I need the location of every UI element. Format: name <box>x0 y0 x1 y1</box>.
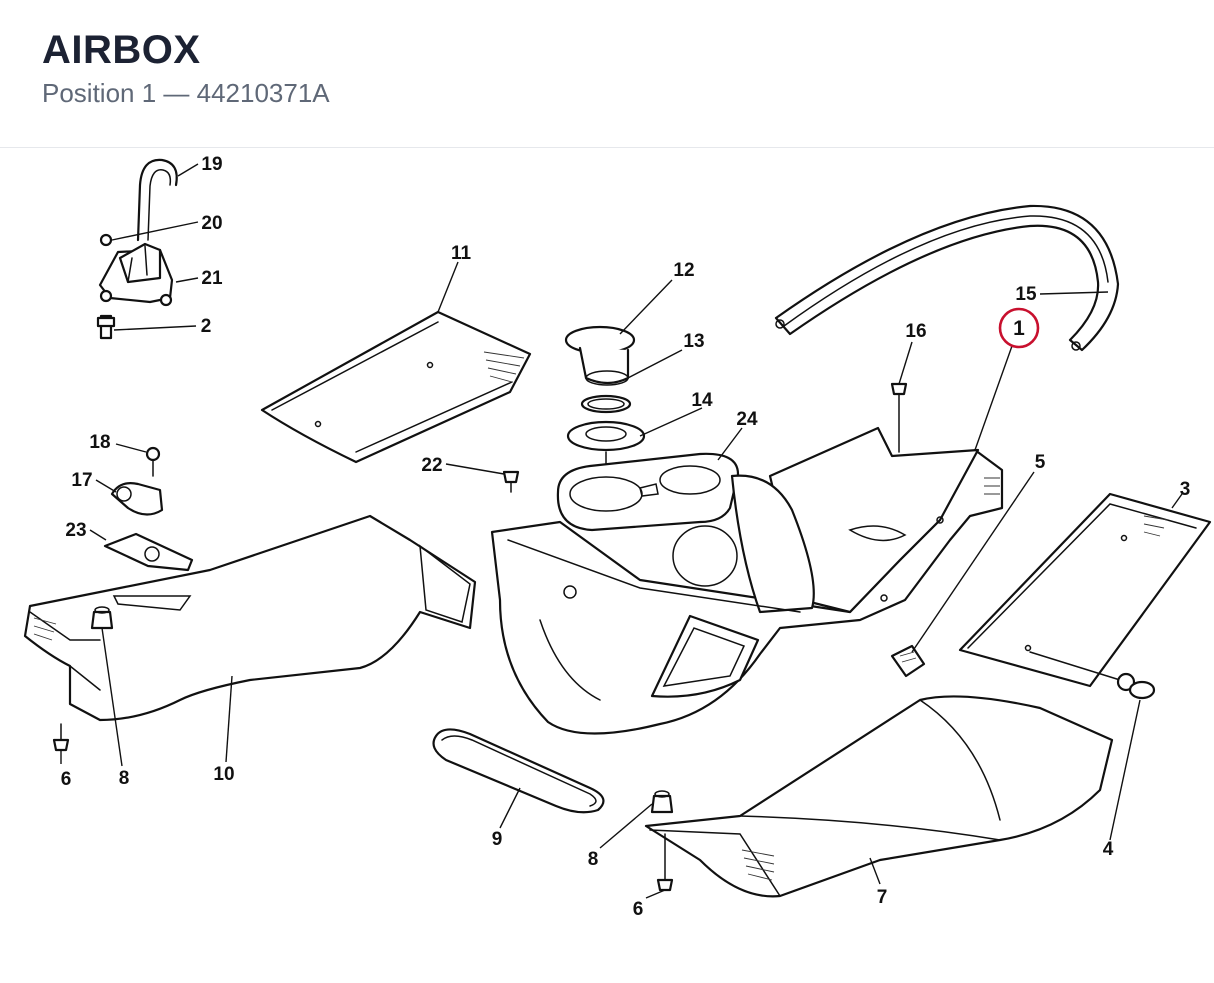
callout-labels: 19 20 21 2 11 12 13 14 24 16 1 15 18 17 … <box>61 154 1191 920</box>
part-bolt-left[interactable] <box>52 723 70 752</box>
part-hose[interactable] <box>136 158 178 242</box>
callout-3[interactable]: 3 <box>1180 479 1191 500</box>
page-header: AIRBOX Position 1 — 44210371A <box>0 0 1214 148</box>
callout-12[interactable]: 12 <box>673 260 694 281</box>
part-seal-strip[interactable] <box>774 204 1120 352</box>
callout-8-left[interactable]: 8 <box>119 768 130 789</box>
part-side-panel-left[interactable] <box>260 310 532 464</box>
callout-10[interactable]: 10 <box>213 764 234 785</box>
part-clip[interactable] <box>890 644 926 678</box>
callout-17[interactable]: 17 <box>71 470 92 491</box>
part-air-duct-left[interactable] <box>23 514 477 722</box>
callout-24[interactable]: 24 <box>736 409 758 430</box>
part-side-panel-right[interactable] <box>958 492 1212 688</box>
leader-lines <box>60 163 1183 899</box>
part-air-duct-right[interactable] <box>644 695 1114 898</box>
callout-19[interactable]: 19 <box>201 154 222 175</box>
callout-7[interactable]: 7 <box>877 887 888 908</box>
part-mount-bracket[interactable] <box>96 233 174 340</box>
page-subtitle: Position 1 — 44210371A <box>42 78 330 108</box>
part-gasket-ring[interactable] <box>432 728 605 814</box>
callout-18[interactable]: 18 <box>89 432 110 453</box>
callout-16[interactable]: 16 <box>905 321 926 342</box>
part-quick-fastener[interactable] <box>1029 651 1156 700</box>
callout-22[interactable]: 22 <box>421 455 442 476</box>
highlight-marker <box>998 307 1040 349</box>
part-grommet-left[interactable] <box>90 606 114 630</box>
callout-9[interactable]: 9 <box>492 829 503 850</box>
part-grommet-right[interactable] <box>650 790 674 814</box>
callout-2[interactable]: 2 <box>201 316 212 337</box>
callout-1[interactable]: 1 <box>1013 317 1025 340</box>
callout-14[interactable]: 14 <box>691 390 713 411</box>
page-title: AIRBOX <box>42 28 201 72</box>
callout-20[interactable]: 20 <box>201 213 222 234</box>
part-airbox-body[interactable] <box>490 426 1004 735</box>
part-intake-funnel[interactable] <box>564 325 646 471</box>
part-bolt-right[interactable] <box>656 833 674 892</box>
callout-4[interactable]: 4 <box>1103 839 1114 860</box>
part-screw-upper-right[interactable] <box>890 382 908 453</box>
exploded-parts-diagram: 19 20 21 2 11 12 13 14 24 16 1 15 18 17 … <box>0 148 1214 983</box>
callout-21[interactable]: 21 <box>201 268 223 289</box>
callout-5[interactable]: 5 <box>1035 452 1046 473</box>
callout-8-right[interactable]: 8 <box>588 849 599 870</box>
callout-15[interactable]: 15 <box>1015 284 1037 305</box>
callout-11[interactable]: 11 <box>451 243 472 264</box>
part-screw-middle[interactable] <box>502 470 520 493</box>
callout-6-right[interactable]: 6 <box>633 899 644 920</box>
callout-13[interactable]: 13 <box>683 331 704 352</box>
callout-6-left[interactable]: 6 <box>61 769 72 790</box>
part-fitting-group[interactable] <box>103 446 194 572</box>
callout-23[interactable]: 23 <box>65 520 86 541</box>
